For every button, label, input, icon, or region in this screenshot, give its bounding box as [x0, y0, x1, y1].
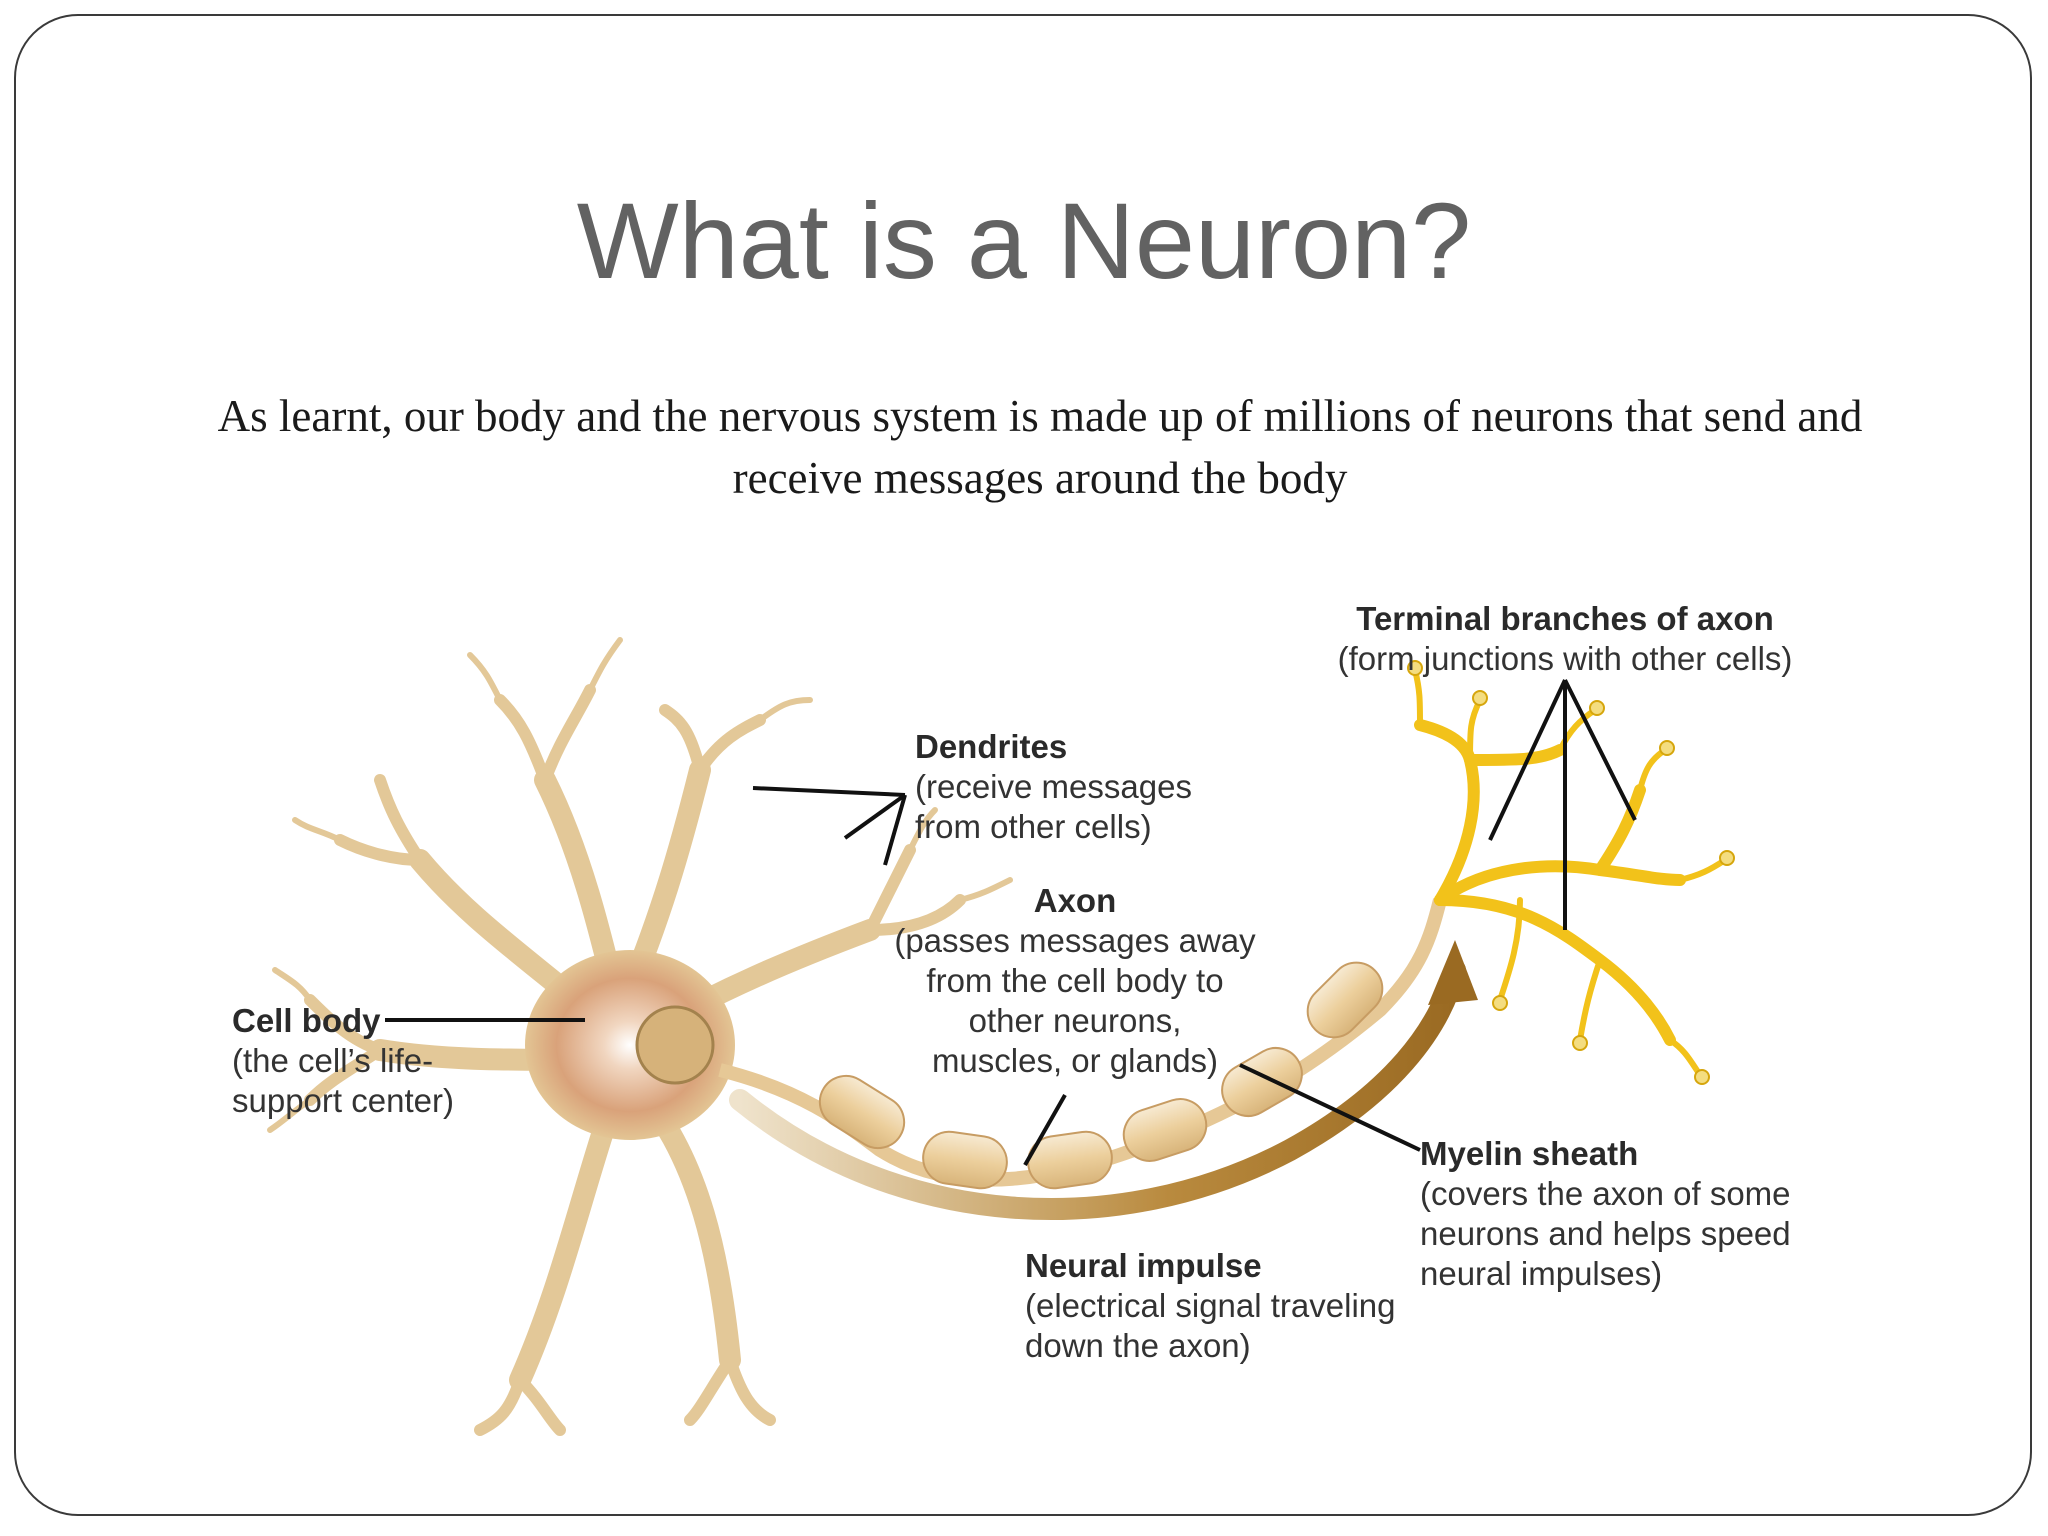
terminal-branches: [1407, 660, 1735, 1085]
label-myelin-desc-1: (covers the axon of some: [1420, 1175, 1791, 1212]
label-terminal-title: Terminal branches of axon: [1356, 600, 1774, 637]
label-axon-desc-3: other neurons,: [969, 1002, 1182, 1039]
label-myelin-desc-2: neurons and helps speed: [1420, 1215, 1791, 1252]
label-dendrites-desc-1: (receive messages: [915, 768, 1192, 805]
nucleus: [635, 1005, 715, 1085]
label-axon-desc-1: (passes messages away: [894, 922, 1256, 959]
label-axon-desc-2: from the cell body to: [926, 962, 1223, 999]
label-impulse-desc-1: (electrical signal traveling: [1025, 1287, 1396, 1324]
label-cell-body-desc-1: (the cell’s life-: [232, 1042, 433, 1079]
leader-lines: [385, 679, 1637, 1166]
label-myelin-desc-3: neural impulses): [1420, 1255, 1662, 1292]
label-axon-title: Axon: [1034, 882, 1117, 919]
label-cell-body-desc-2: support center): [232, 1082, 454, 1119]
label-impulse-title: Neural impulse: [1025, 1247, 1262, 1284]
impulse-arrowhead: [1428, 940, 1478, 1005]
label-terminal-desc: (form junctions with other cells): [1338, 640, 1793, 677]
cell-body: [525, 950, 735, 1140]
neural-impulse-arrow: [729, 959, 1466, 1221]
label-cell-body-title: Cell body: [232, 1002, 381, 1039]
label-impulse-desc-2: down the axon): [1025, 1327, 1251, 1364]
myelin-sheath: [818, 961, 1384, 1190]
label-dendrites-title: Dendrites: [915, 728, 1067, 765]
label-axon-desc-4: muscles, or glands): [932, 1042, 1218, 1079]
slide-frame: [14, 14, 2032, 1516]
label-dendrites-desc-2: from other cells): [915, 808, 1152, 845]
label-myelin-title: Myelin sheath: [1420, 1135, 1638, 1172]
slide-subtitle: As learnt, our body and the nervous syst…: [217, 391, 1863, 503]
slide-title: What is a Neuron?: [576, 180, 1472, 301]
